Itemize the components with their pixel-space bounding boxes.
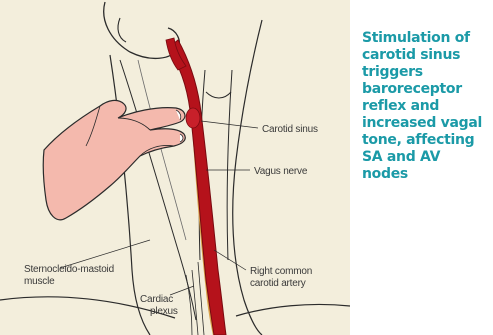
caption-text: Stimulation of carotid sinus triggers ba…: [362, 30, 492, 183]
clavicle-right: [236, 304, 350, 316]
caption-line: carotid sinus: [362, 47, 492, 64]
thyroid-cartilage: [206, 92, 231, 98]
label-sternocleidomastoid-line2: muscle: [24, 276, 54, 287]
caption-line: tone, affecting: [362, 132, 492, 149]
label-carotid-sinus: Carotid sinus: [262, 124, 318, 135]
caption-line: increased vagal: [362, 115, 492, 132]
caption-line: baroreceptor: [362, 81, 492, 98]
label-right-common-line1: Right common: [250, 266, 312, 277]
label-cardiac-plexus-line1: Cardiac: [140, 294, 173, 305]
caption-line: reflex and: [362, 98, 492, 115]
ear-outline: [118, 18, 126, 42]
caption-line: Stimulation of: [362, 30, 492, 47]
caption-line: triggers: [362, 64, 492, 81]
leader-right-common: [214, 250, 246, 270]
cardiac-plexus-strand-2: [198, 262, 204, 335]
label-right-common-line2: carotid artery: [250, 278, 306, 289]
caption-line: nodes: [362, 166, 492, 183]
carotid-massage-illustration: Carotid sinus Vagus nerve Sternocleido-m…: [0, 0, 350, 335]
cardiac-plexus-strand-1: [192, 270, 198, 335]
neck-left-contour: [110, 55, 150, 335]
label-vagus-nerve: Vagus nerve: [254, 166, 307, 177]
carotid-sinus-bulge: [186, 108, 200, 128]
sternocleidomastoid-muscle: [120, 60, 196, 320]
caption-line: SA and AV: [362, 149, 492, 166]
trachea-right: [227, 70, 232, 260]
label-sternocleidomastoid-line1: Sternocleido-mastoid: [24, 264, 114, 275]
cardiac-plexus-strand-3: [186, 275, 192, 335]
label-cardiac-plexus-line2: plexus: [150, 306, 178, 317]
